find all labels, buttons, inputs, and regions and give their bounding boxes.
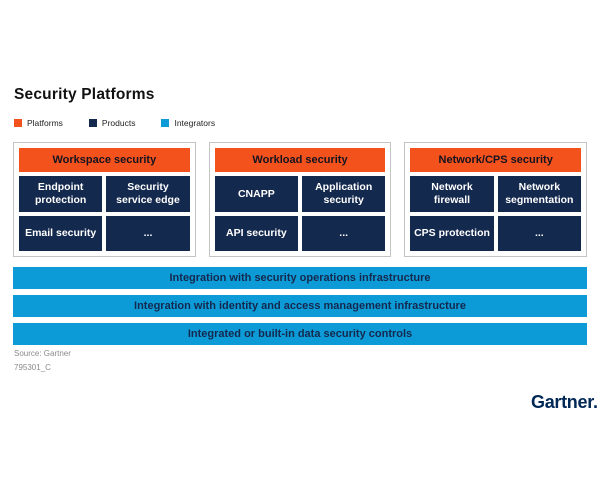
source-note: Source: Gartner 795301_C <box>14 347 71 375</box>
product-cell: Email security <box>19 215 103 251</box>
product-cell: CNAPP <box>214 176 298 212</box>
navy-square-icon <box>88 119 97 127</box>
integration-bar: Integrated or built-in data security con… <box>13 323 587 345</box>
gartner-logo-reg-dot: . <box>592 392 598 412</box>
blue-square-icon <box>161 119 170 127</box>
product-cell: API security <box>214 215 298 251</box>
product-cell: Application security <box>302 176 386 212</box>
platform-header: Workload security <box>214 148 386 172</box>
gartner-logo-text: Gartner <box>531 392 593 412</box>
orange-square-icon <box>14 119 22 127</box>
product-cell: Security service edge <box>106 176 190 212</box>
product-cell: Network firewall <box>410 176 494 212</box>
platform-header: Network/CPS security <box>410 148 582 172</box>
legend: Platforms Products Integrators <box>14 118 215 128</box>
legend-item: Integrators <box>161 118 215 128</box>
legend-item: Platforms <box>14 118 63 128</box>
product-cell: Network segmentation <box>497 176 582 212</box>
gartner-logo: Gartner. <box>531 392 598 413</box>
page-title: Security Platforms <box>14 86 155 103</box>
product-cell: ... <box>106 215 190 251</box>
legend-label: Integrators <box>174 118 216 128</box>
product-cell: CPS protection <box>410 215 494 251</box>
product-cell: ... <box>497 215 582 251</box>
platform-header: Workspace security <box>19 148 190 172</box>
legend-item: Products <box>88 118 136 128</box>
figure-id: 795301_C <box>14 363 51 372</box>
legend-label: Platforms <box>27 118 63 128</box>
legend-label: Products <box>101 118 136 128</box>
product-cell: ... <box>302 215 386 251</box>
integration-bar: Integration with security operations inf… <box>13 267 587 289</box>
integration-bar: Integration with identity and access man… <box>13 295 587 317</box>
product-cell: Endpoint protection <box>19 176 103 212</box>
source-line: Source: Gartner <box>14 349 71 358</box>
